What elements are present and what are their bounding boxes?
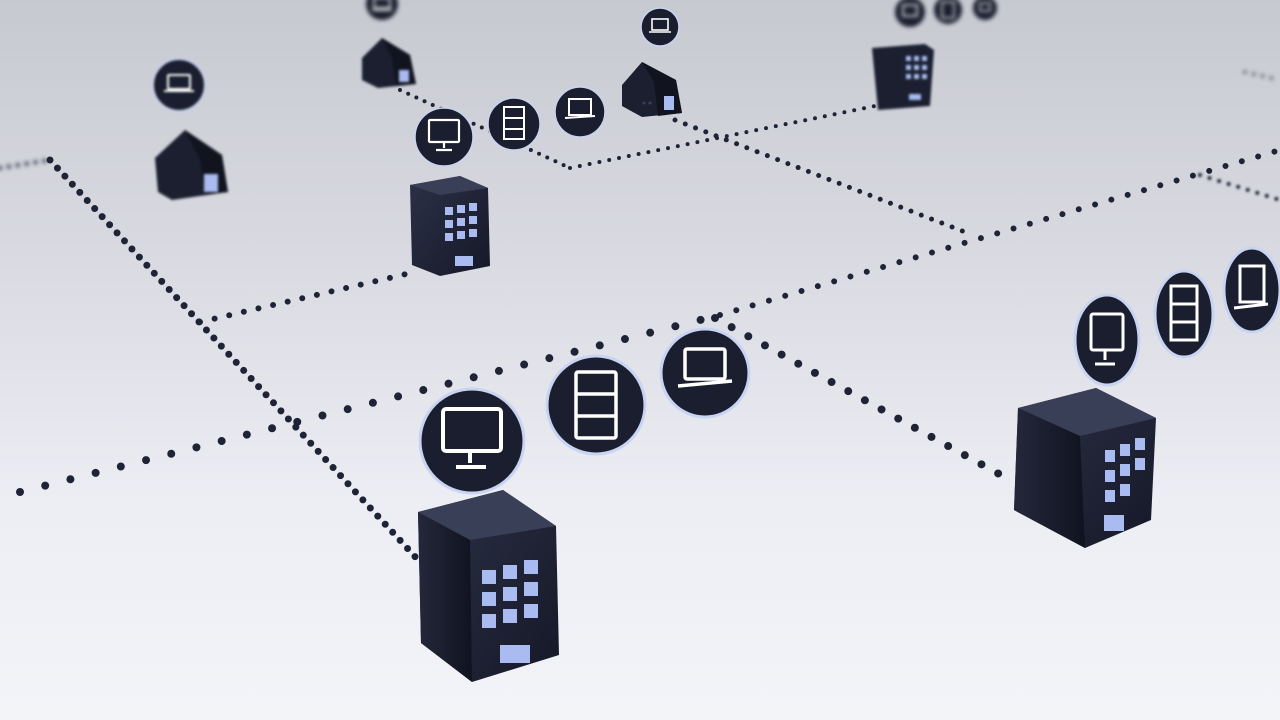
link-line xyxy=(711,314,1014,484)
house-icon xyxy=(362,38,416,88)
link-line xyxy=(197,269,418,325)
monitor-icon xyxy=(414,107,474,167)
link-line xyxy=(717,147,1280,318)
link-line xyxy=(568,103,882,170)
server-icon xyxy=(934,0,962,24)
house-icon xyxy=(622,62,682,117)
server-icon xyxy=(487,97,541,151)
link-line xyxy=(1243,70,1280,82)
office-building-icon xyxy=(872,44,934,110)
house-icon xyxy=(155,130,228,200)
laptop-icon xyxy=(973,0,997,20)
office-building-icon xyxy=(418,490,559,682)
link-line xyxy=(672,117,968,235)
network-links xyxy=(0,70,1280,566)
link-line xyxy=(1198,173,1280,202)
server-icon xyxy=(545,354,647,456)
laptop-icon xyxy=(659,327,751,419)
office-building-icon xyxy=(410,176,490,276)
far-devices xyxy=(366,0,997,27)
server-icon xyxy=(1153,269,1215,359)
laptop-icon xyxy=(152,58,206,112)
laptop-icon xyxy=(366,0,398,20)
link-line xyxy=(46,156,424,566)
monitor-icon xyxy=(895,0,925,27)
laptop-icon xyxy=(640,7,680,47)
link-line xyxy=(0,158,52,170)
monitor-icon xyxy=(418,387,526,495)
office-building-icon xyxy=(1014,388,1156,548)
monitor-icon xyxy=(1073,293,1141,387)
link-line xyxy=(16,311,724,496)
laptop-icon xyxy=(554,86,606,138)
laptop-icon xyxy=(1222,246,1280,334)
